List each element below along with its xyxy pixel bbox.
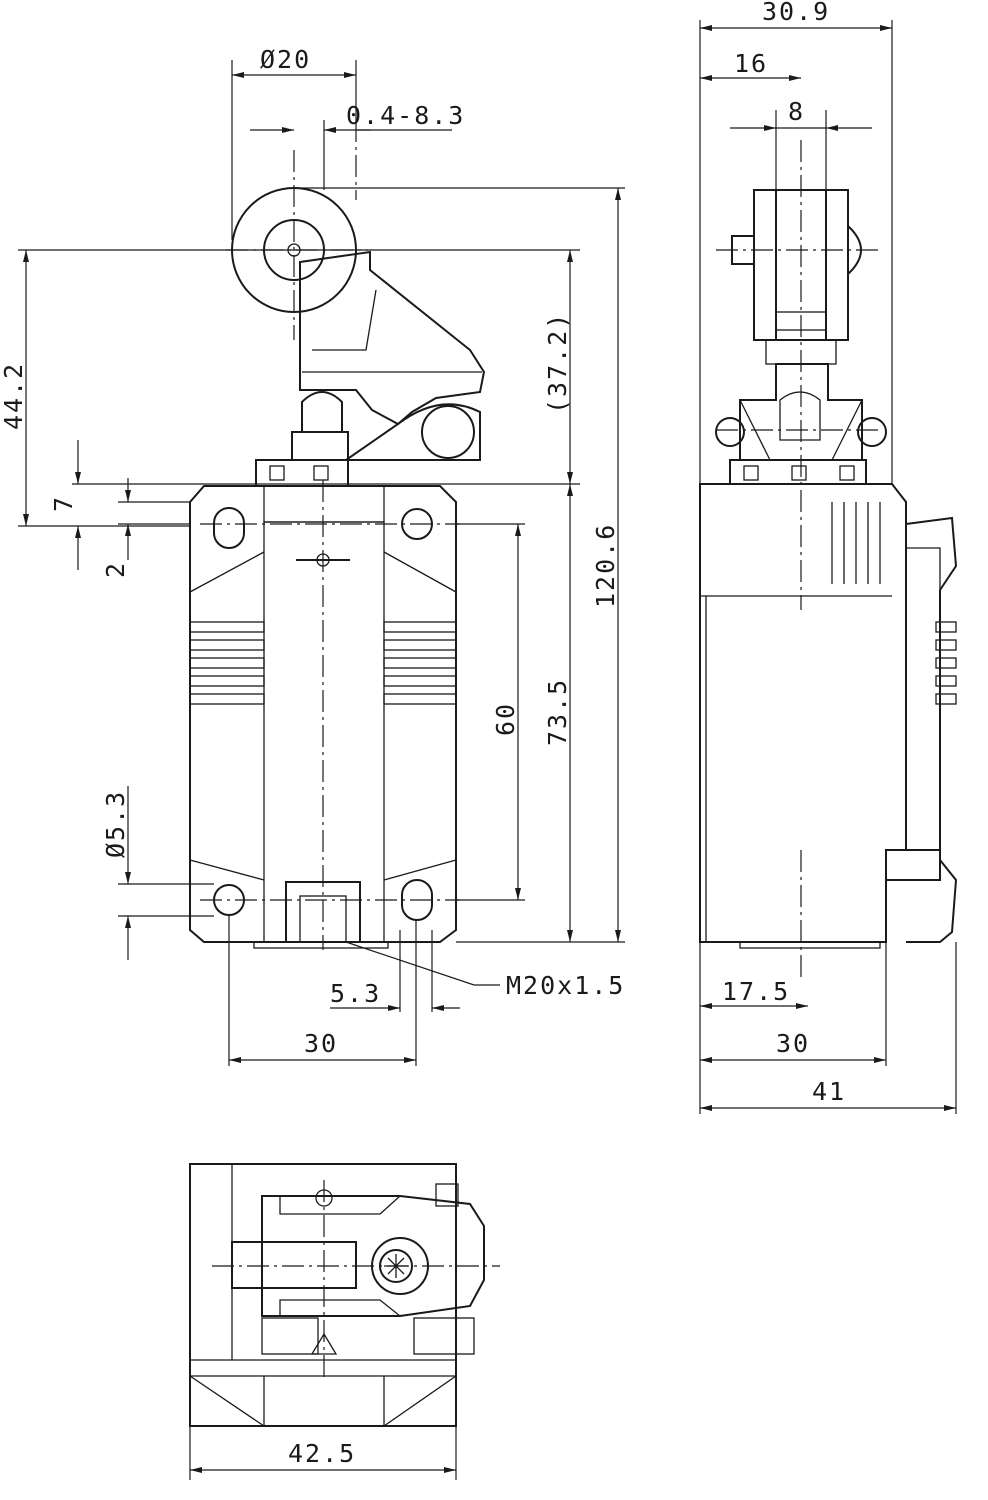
dim-hole-spacing-vertical: 60 — [491, 702, 520, 736]
dim-top-width: 30.9 — [762, 0, 830, 26]
side-view — [699, 140, 958, 980]
front-view — [189, 120, 486, 950]
dim-body-height: 73.5 — [543, 678, 572, 746]
dim-roller-offset: 16 — [734, 49, 768, 78]
dim-overall-width: 42.5 — [288, 1439, 356, 1468]
dim-roller-width: 8 — [788, 97, 805, 126]
dim-mount-hole-diameter: Ø5.3 — [101, 790, 130, 858]
dim-hole-offset-horizontal: 5.3 — [330, 979, 381, 1008]
dim-roller-diameter: Ø20 — [260, 45, 311, 74]
side-view-dimensions: 30.9 16 8 17.5 30 41 — [699, 0, 957, 1114]
dim-height-reference: (37.2) — [543, 312, 572, 414]
dim-body-depth: 30 — [776, 1029, 810, 1058]
dim-overall-height: 120.6 — [591, 523, 620, 608]
dim-thread: M20x1.5 — [506, 971, 625, 1000]
dim-height-actuator: 44.2 — [0, 362, 28, 430]
top-view — [189, 1163, 500, 1427]
dim-overall-depth: 41 — [812, 1077, 846, 1106]
dim-mount-offset-7: 7 — [49, 495, 78, 512]
front-view-dimensions: Ø20 0.4-8.3 44.2 7 2 Ø5.3 — [0, 45, 625, 1066]
top-view-dimensions: 42.5 — [189, 1426, 457, 1480]
dim-actuator-offset: 0.4-8.3 — [346, 101, 465, 130]
dim-mount-depth: 17.5 — [722, 977, 790, 1006]
dim-mount-offset-2: 2 — [101, 561, 130, 578]
dim-hole-spacing-horizontal: 30 — [304, 1029, 338, 1058]
